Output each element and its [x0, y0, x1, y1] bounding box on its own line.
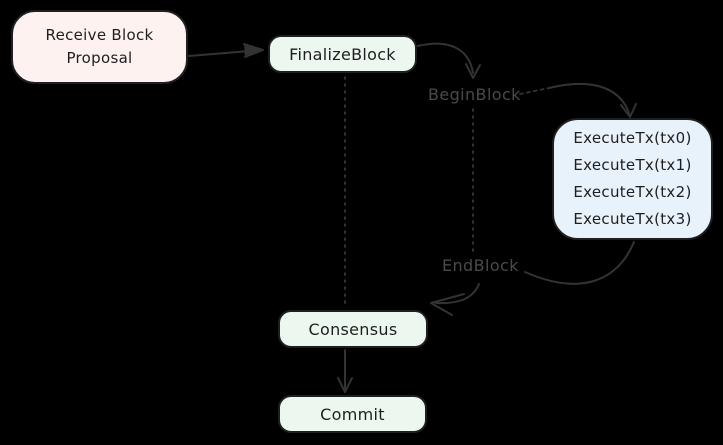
executetx-line: ExecuteTx(tx2) — [573, 183, 692, 201]
node-consensus: Consensus — [278, 310, 428, 348]
executetx-line: ExecuteTx(tx3) — [573, 210, 692, 228]
node-label: Receive Block Proposal — [45, 25, 154, 67]
curve-executetx-to-endblock — [524, 241, 635, 285]
arrow-endblock-to-consensus — [430, 283, 480, 316]
flow-label-endblock: EndBlock — [442, 256, 519, 275]
node-label: Commit — [320, 404, 385, 424]
arrow-receive-to-finalizeblock — [188, 43, 264, 58]
arrow-beginblock-to-executetx — [519, 82, 637, 118]
flow-label-beginblock: BeginBlock — [428, 85, 521, 104]
arrow-consensus-to-commit — [337, 349, 353, 393]
arrow-finalizeblock-to-beginblock — [417, 42, 481, 79]
node-finalizeblock: FinalizeBlock — [268, 35, 417, 73]
node-receive-block-proposal: Receive Block Proposal — [11, 10, 188, 84]
executetx-line: ExecuteTx(tx0) — [573, 129, 692, 147]
node-label: FinalizeBlock — [289, 44, 396, 64]
node-commit: Commit — [278, 395, 427, 433]
node-executetx-group: ExecuteTx(tx0) ExecuteTx(tx1) ExecuteTx(… — [552, 118, 713, 240]
node-label: Consensus — [308, 319, 398, 339]
executetx-line: ExecuteTx(tx1) — [573, 156, 692, 174]
